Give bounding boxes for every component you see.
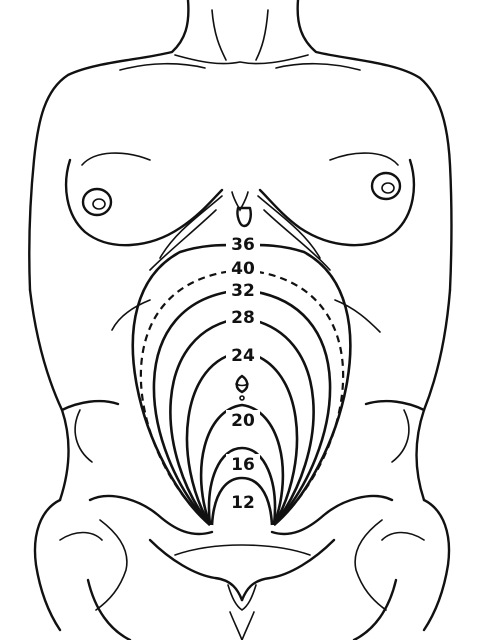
label-week-28: 28 <box>231 308 255 328</box>
left-nipple <box>83 189 111 215</box>
label-week-16: 16 <box>231 455 255 475</box>
label-week-40: 40 <box>231 259 255 279</box>
label-week-36: 36 <box>231 235 255 255</box>
xiphoid <box>232 192 251 226</box>
label-week-12: 12 <box>231 493 255 513</box>
umbilicus <box>236 376 248 400</box>
right-nipple <box>372 173 400 199</box>
week-labels: 36 40 32 28 24 20 16 12 <box>226 234 260 513</box>
label-week-20: 20 <box>231 411 255 431</box>
chest <box>66 153 414 245</box>
label-week-24: 24 <box>231 346 255 366</box>
pelvis <box>35 496 449 640</box>
label-week-32: 32 <box>231 281 255 301</box>
